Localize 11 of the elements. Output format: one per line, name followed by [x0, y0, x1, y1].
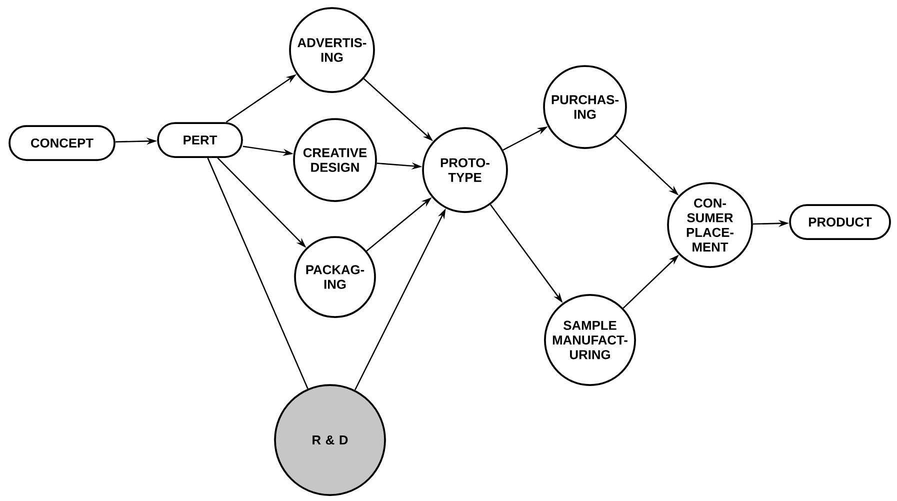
circle-node: ADVERTIS- ING	[289, 7, 375, 93]
rounded-box: CONCEPT	[8, 125, 116, 161]
circle-node: CREATIVE DESIGN	[293, 118, 377, 202]
circle-node: R & D	[274, 384, 386, 496]
circle-node: PACKAG- ING	[294, 236, 376, 318]
circle-node: PURCHAS- ING	[543, 65, 627, 149]
rounded-box: PRODUCT	[789, 204, 891, 240]
circle-node: CON- SUMER PLACE- MENT	[667, 182, 753, 268]
circle-node: PROTO- TYPE	[422, 127, 508, 213]
circle-node: SAMPLE MANUFACT- URING	[544, 294, 636, 386]
rounded-box: PERT	[157, 122, 243, 158]
